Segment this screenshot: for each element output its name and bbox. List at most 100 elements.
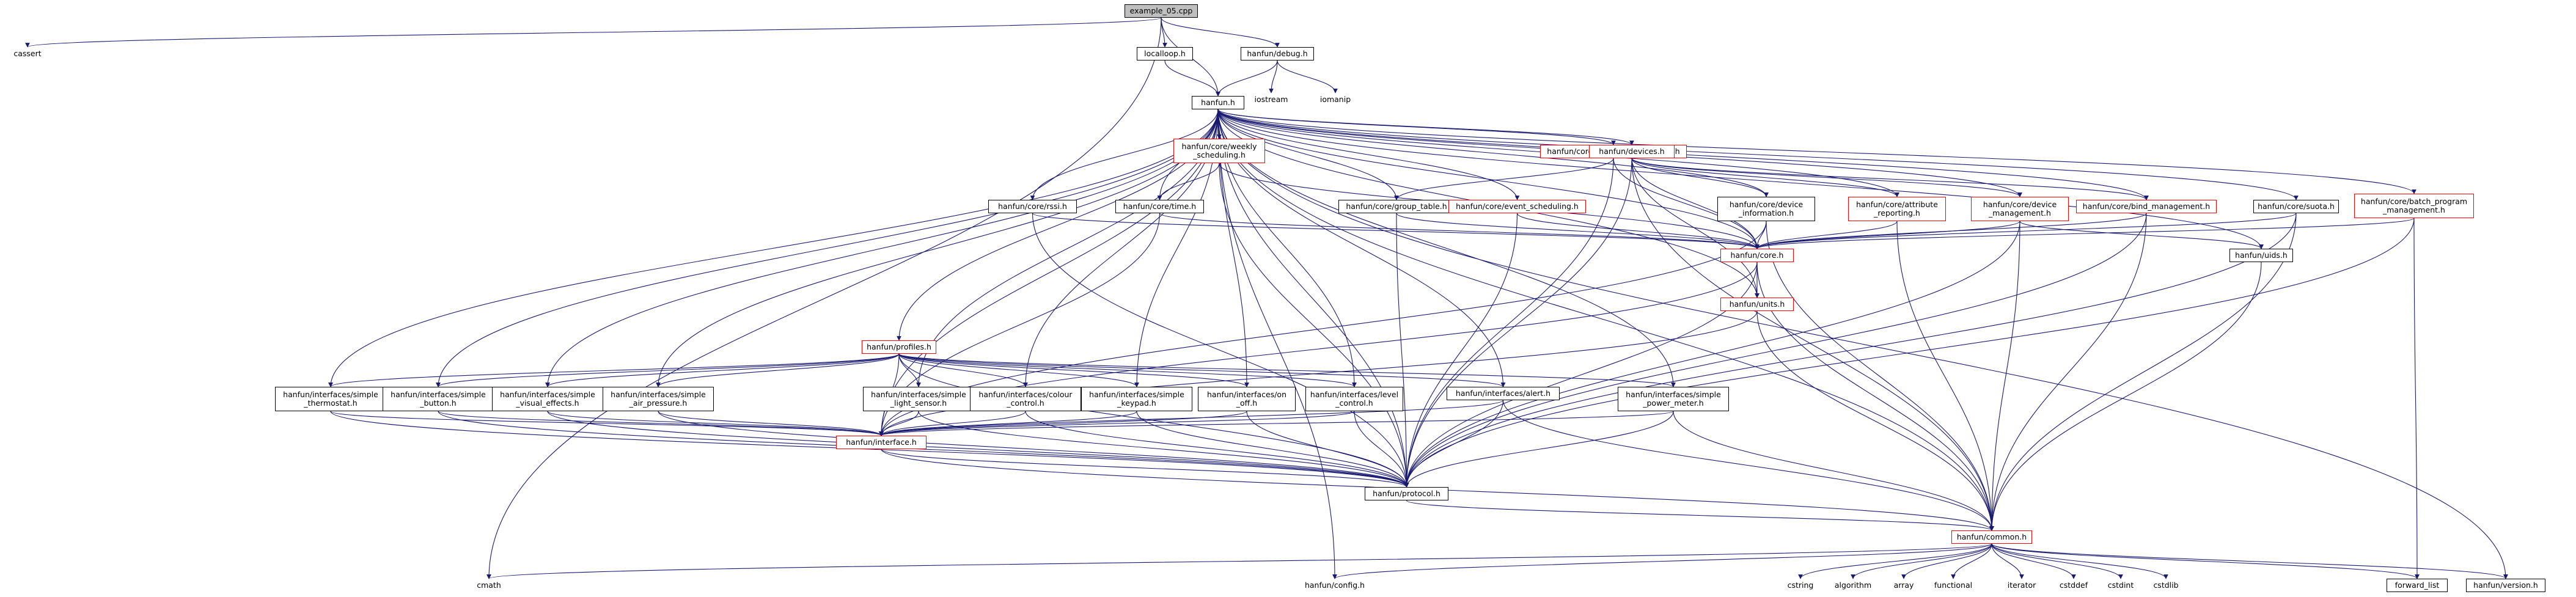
edge-layer: [25, 17, 2508, 579]
node-button[interactable]: hanfun/interfaces/simple _button.h: [383, 387, 494, 411]
edge-attr_rep-to-core: [1755, 221, 1898, 249]
node-profiles[interactable]: hanfun/profiles.h: [862, 340, 936, 354]
edge-hanfun-to-devices: [1217, 109, 1634, 145]
node-interface[interactable]: hanfun/interface.h: [836, 436, 927, 449]
edge-hanfun-to-rssi: [1030, 109, 1219, 200]
node-rssi[interactable]: hanfun/core/rssi.h: [988, 200, 1077, 213]
edge-suota-to-protocol: [1404, 213, 2297, 488]
node-weekly[interactable]: hanfun/core/weekly _scheduling.h: [1173, 139, 1265, 163]
node-protocol[interactable]: hanfun/protocol.h: [1365, 487, 1448, 500]
edge-button-to-protocol: [438, 411, 1409, 488]
edge-hanfun-to-event_sched: [1217, 109, 1520, 200]
edge-example-to-cmath: [486, 17, 1162, 579]
node-core[interactable]: hanfun/core.h: [1720, 249, 1794, 262]
node-group_table[interactable]: hanfun/core/group_table.h: [1338, 200, 1455, 213]
node-visual[interactable]: hanfun/interfaces/simple _visual_effects…: [492, 387, 603, 411]
edge-dev_info-to-common: [1766, 221, 1994, 531]
node-attr_rep[interactable]: hanfun/core/attribute _reporting.h: [1848, 197, 1946, 221]
edge-hanfun-to-common: [1217, 109, 1994, 531]
edge-profiles-to-air: [656, 353, 900, 387]
node-cstdint: cstdint: [2107, 581, 2134, 590]
edge-suota-to-core: [1755, 213, 2297, 249]
node-devices[interactable]: hanfun/devices.h: [1589, 145, 1675, 158]
node-version[interactable]: hanfun/version.h: [2466, 579, 2545, 592]
edge-common-to-version: [1991, 543, 2508, 579]
edge-devices-to-dev_info: [1631, 158, 1769, 197]
edge-alert-to-common: [1502, 400, 1994, 531]
edge-batch-to-forward_list: [2413, 218, 2420, 579]
edge-profiles-to-button: [436, 353, 900, 387]
node-alert[interactable]: hanfun/interfaces/alert.h: [1447, 387, 1560, 400]
node-debug[interactable]: hanfun/debug.h: [1241, 47, 1314, 60]
node-uids[interactable]: hanfun/uids.h: [2229, 249, 2293, 262]
edge-level-to-interface: [879, 411, 1355, 436]
edge-colour-to-interface: [879, 411, 1026, 436]
edge-attr_rep-to-common: [1896, 221, 1994, 531]
node-air[interactable]: hanfun/interfaces/simple _air_pressure.h: [603, 387, 714, 411]
edge-common-to-algorithm: [1851, 543, 1992, 579]
edge-power-to-protocol: [1404, 411, 1674, 488]
edge-example-to-cassert: [25, 17, 1162, 48]
edge-level-to-protocol: [1354, 411, 1409, 488]
edge-debug-to-iomanip: [1277, 60, 1338, 93]
node-level[interactable]: hanfun/interfaces/level _control.h: [1305, 387, 1403, 411]
node-onoff[interactable]: hanfun/interfaces/on _off.h: [1198, 387, 1296, 411]
node-thermostat[interactable]: hanfun/interfaces/simple _thermostat.h: [275, 387, 386, 411]
edge-common-to-cstddef: [1991, 543, 2076, 579]
node-light[interactable]: hanfun/interfaces/simple _light_sensor.h: [863, 387, 974, 411]
node-dev_mgmt[interactable]: hanfun/core/device _management.h: [1971, 197, 2069, 221]
edge-common-to-array: [1901, 543, 1992, 579]
node-example[interactable]: example_05.cpp: [1125, 4, 1198, 18]
edge-weekly-to-time: [1157, 163, 1220, 200]
edge-batch-to-protocol: [1404, 218, 2415, 488]
node-dev_info[interactable]: hanfun/core/device _information.h: [1717, 197, 1815, 221]
edge-hanfun-to-group_table: [1217, 109, 1399, 200]
node-time[interactable]: hanfun/core/time.h: [1115, 200, 1204, 213]
node-cstdlib: cstdlib: [2153, 581, 2179, 590]
node-common[interactable]: hanfun/common.h: [1951, 530, 2032, 544]
edge-air-to-interface: [658, 411, 884, 436]
edge-devices-to-units: [1631, 158, 1760, 298]
node-event_sched[interactable]: hanfun/core/event_scheduling.h: [1448, 200, 1586, 213]
node-cassert: cassert: [13, 49, 42, 58]
edge-profiles-to-colour: [898, 353, 1028, 387]
node-colour[interactable]: hanfun/interfaces/colour _control.h: [970, 387, 1081, 411]
node-units[interactable]: hanfun/units.h: [1720, 298, 1794, 311]
edge-dev_mgmt-to-common: [1989, 221, 2020, 531]
node-bind_mgmt[interactable]: hanfun/core/bind_management.h: [2076, 200, 2217, 213]
edge-hanfun-to-suota: [1217, 109, 2299, 200]
edge-keypad-to-protocol: [1136, 411, 1409, 488]
node-hanfun[interactable]: hanfun.h: [1192, 96, 1244, 109]
edge-common-to-cstdlib: [1991, 543, 2168, 579]
node-forward_list[interactable]: forward_list: [2387, 579, 2448, 592]
edge-thermostat-to-interface: [330, 411, 884, 436]
node-suota[interactable]: hanfun/core/suota.h: [2253, 200, 2339, 213]
node-localloop[interactable]: localloop.h: [1137, 47, 1193, 60]
edge-devices-to-bind_mgmt: [1631, 158, 2149, 200]
edge-power-to-interface: [879, 411, 1674, 436]
edge-common-to-forward_list: [1991, 543, 2420, 579]
node-batch[interactable]: hanfun/core/batch_program _management.h: [2354, 194, 2474, 218]
edge-hanfun-to-thermostat: [328, 109, 1219, 387]
edge-hanfun-to-config: [1217, 109, 1337, 579]
edge-devices-to-attr_rep: [1631, 158, 1899, 197]
node-iostream: iostream: [1254, 95, 1288, 104]
edge-protocol-to-common: [1406, 500, 1994, 531]
node-cstddef: cstddef: [2059, 581, 2088, 590]
edge-example-to-debug: [1161, 17, 1280, 48]
edge-profiles-to-onoff: [898, 353, 1249, 387]
edge-devices-to-common: [1631, 158, 1994, 531]
edge-profiles-to-power: [898, 353, 1676, 387]
edge-bind_mgmt-to-protocol: [1404, 213, 2147, 488]
node-keypad[interactable]: hanfun/interfaces/simple _keypad.h: [1081, 387, 1192, 411]
node-power[interactable]: hanfun/interfaces/simple _power_meter.h: [1618, 387, 1729, 411]
edge-hanfun-to-interface: [879, 109, 1219, 436]
edge-uids-to-common: [1989, 262, 2262, 531]
edge-power-to-common: [1673, 411, 1994, 531]
edge-rssi-to-protocol: [1032, 213, 1409, 488]
edge-hanfun-to-core: [1217, 109, 1760, 249]
edge-hanfun-to-uids: [1217, 109, 2264, 249]
edge-group_mgmt-to-group_table: [1394, 158, 1614, 200]
edge-keypad-to-interface: [879, 411, 1137, 436]
